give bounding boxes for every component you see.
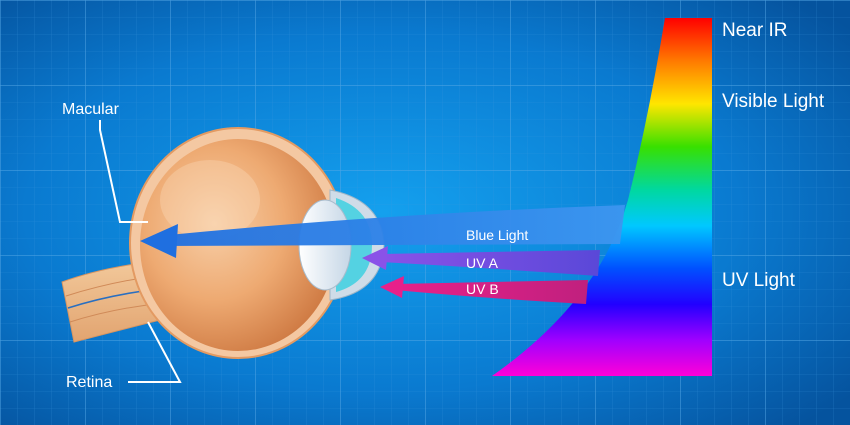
light-spectrum-wedge xyxy=(492,18,712,376)
blue-light-ray xyxy=(140,205,625,258)
uv-light-label: UV Light xyxy=(722,270,796,291)
macular-pointer-line xyxy=(99,120,148,223)
near-ir-label: Near IR xyxy=(722,20,787,41)
uv-b-label: UV B xyxy=(466,281,499,297)
retina-pointer-line xyxy=(128,321,182,383)
uv-b-ray xyxy=(380,276,588,304)
blue-light-label: Blue Light xyxy=(466,227,528,243)
uv-a-ray xyxy=(362,246,600,276)
retina-label: Retina xyxy=(66,374,112,391)
visible-light-label: Visible Light xyxy=(722,91,825,112)
uv-a-label: UV A xyxy=(466,255,499,271)
macular-label: Macular xyxy=(62,101,120,118)
